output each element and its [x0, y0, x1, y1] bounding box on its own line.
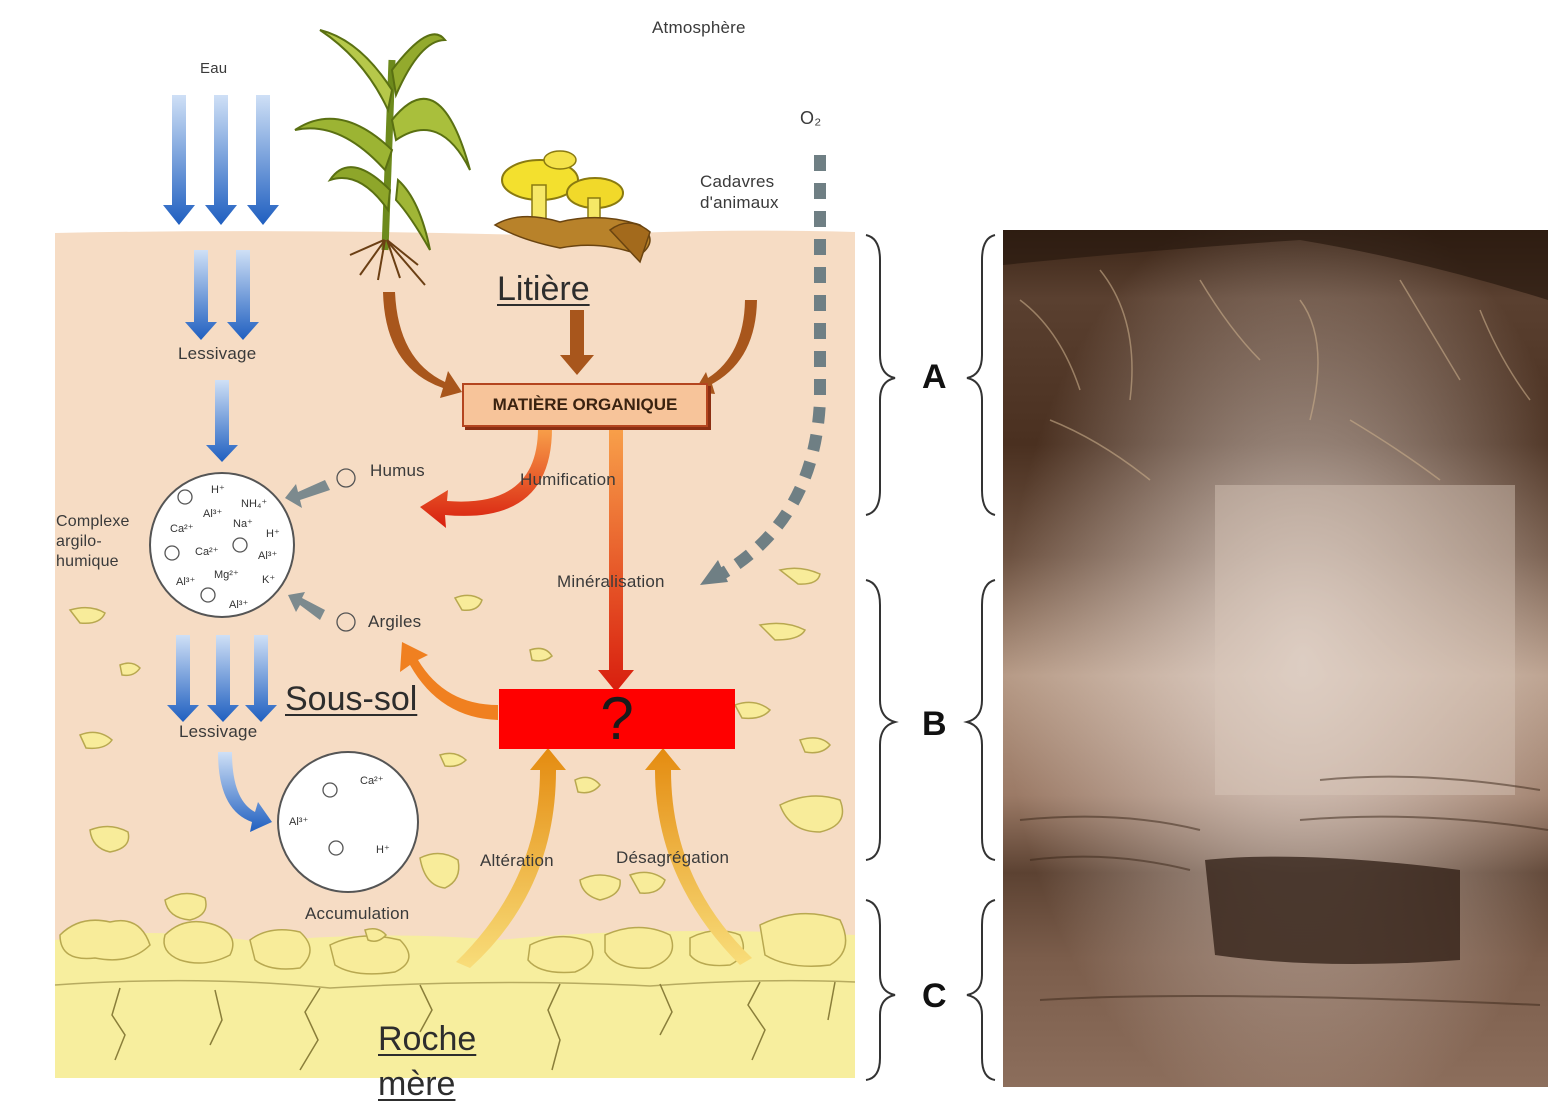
ion-label: Na⁺: [233, 518, 253, 530]
argiles-formation-arrow: [400, 642, 498, 720]
roche-mere-label-line1: Roche: [378, 1020, 477, 1058]
bedrock-zone: [55, 931, 855, 1078]
humus-label: Humus: [370, 461, 425, 480]
eau-label: Eau: [200, 60, 228, 77]
ion-label: Al³⁺: [229, 599, 249, 611]
unknown-process-box: ?: [499, 689, 735, 749]
roche-mere-label-line2: mère: [378, 1065, 456, 1103]
ion-label: Al³⁺: [176, 576, 196, 588]
complexe-label-line2: argilo-: [56, 533, 102, 550]
atmosphere-label: Atmosphère: [652, 18, 746, 37]
argiles-label: Argiles: [368, 612, 422, 631]
ion-label: Al³⁺: [258, 550, 278, 562]
exchange-arrows: [285, 480, 330, 620]
litiere-label: Litière: [497, 270, 590, 308]
humification-arrows: [420, 428, 634, 692]
sous-sol-label: Sous-sol: [285, 680, 418, 718]
complexe-argilo-humique-circle: [149, 472, 295, 618]
rock-fragments: [59, 567, 847, 975]
bedrock-cracks: [111, 981, 836, 1071]
alteration-label: Altération: [480, 851, 554, 870]
mushroom-illustration: [493, 150, 651, 264]
soil-profile-photo: [1003, 230, 1549, 1087]
ion-label: Ca²⁺: [360, 775, 384, 787]
ion-label: H⁺: [211, 484, 225, 496]
accumulation-label: Accumulation: [305, 904, 410, 923]
ion-label: Mg²⁺: [214, 569, 239, 581]
horizon-c-label: C: [922, 977, 947, 1015]
complexe-label-line3: humique: [56, 553, 119, 570]
ion-label: H⁺: [376, 844, 390, 856]
ion-label: H⁺: [266, 528, 280, 540]
particle-symbols: [164, 468, 356, 856]
horizon-b-label: B: [922, 705, 947, 743]
accumulation-circle: [277, 751, 419, 893]
question-mark: ?: [600, 685, 634, 752]
mineralisation-label: Minéralisation: [557, 572, 665, 591]
lessivage-top-label: Lessivage: [178, 344, 257, 363]
ion-label: K⁺: [262, 574, 276, 586]
ion-label: Ca²⁺: [170, 523, 194, 535]
ion-label: Al³⁺: [289, 816, 309, 828]
weathering-arrows: [456, 748, 752, 968]
complexe-label-line1: Complexe: [56, 513, 130, 530]
cadavres-label-line1: Cadavres: [700, 172, 775, 191]
plant-illustration: [294, 29, 471, 286]
lessivage-bottom-label: Lessivage: [179, 722, 258, 741]
ion-label: Al³⁺: [203, 508, 223, 520]
desagregation-label: Désagrégation: [616, 848, 730, 867]
horizon-braces: [865, 234, 996, 1081]
humification-label: Humification: [520, 470, 616, 489]
ion-label: Ca²⁺: [195, 546, 219, 558]
matiere-organique-box: MATIÈRE ORGANIQUE: [462, 383, 708, 427]
o2-label: O₂: [800, 108, 822, 128]
water-infiltration-arrows: [163, 95, 279, 832]
soil-background: [55, 230, 855, 1078]
cadavres-label-line2: d'animaux: [700, 193, 779, 212]
ion-label: NH₄⁺: [241, 498, 268, 510]
o2-diffusion-arrow: [700, 155, 826, 585]
horizon-a-label: A: [922, 358, 947, 396]
